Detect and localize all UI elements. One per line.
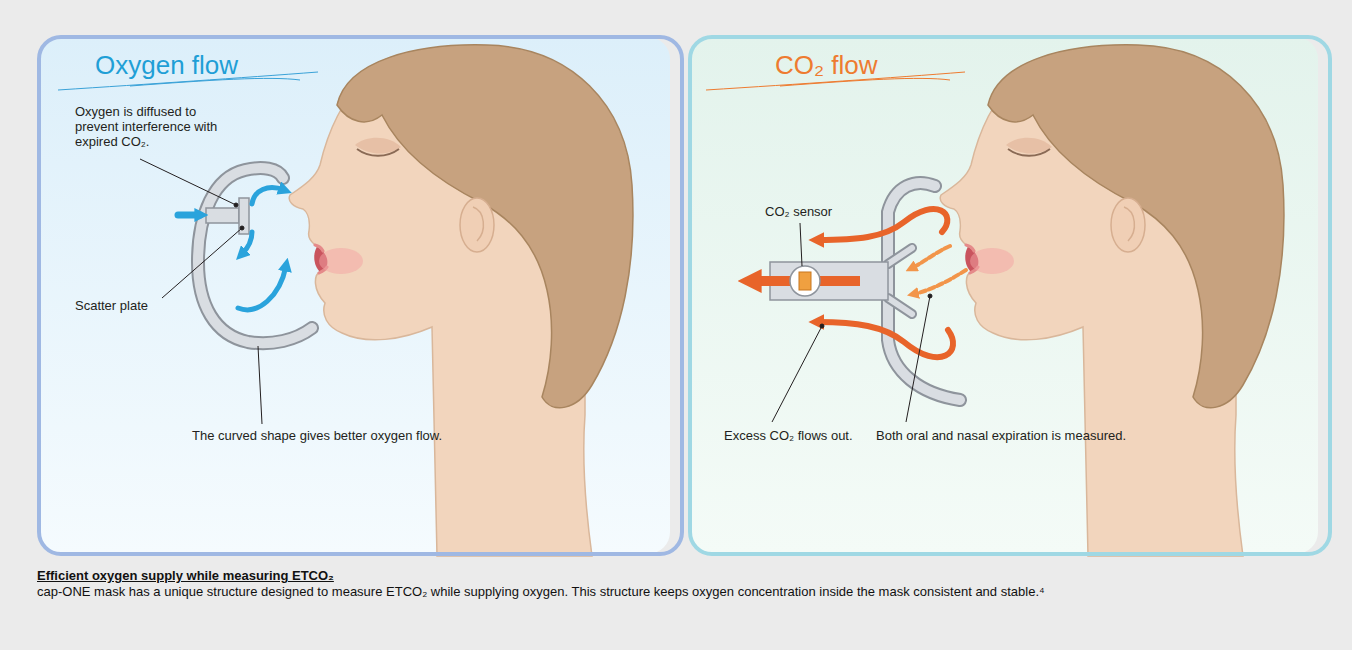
- leader-line: [820, 324, 824, 328]
- mask-tube: [198, 168, 312, 343]
- callout-label: Both oral and nasal expiration is measur…: [876, 428, 1216, 443]
- leader-line: [772, 326, 822, 422]
- mask-tube: [198, 168, 312, 343]
- mask-tube: [198, 168, 312, 343]
- leader-line: [140, 159, 262, 424]
- oxygen-arrow: [252, 188, 284, 204]
- face-profile: [289, 45, 633, 556]
- callout-label: CO₂ sensor: [765, 204, 905, 219]
- leader-line: [162, 228, 242, 298]
- callout-label: Oxygen is diffused to prevent interferen…: [75, 104, 225, 149]
- co2-sensor: [790, 266, 820, 296]
- leader-line: [140, 159, 236, 205]
- panel-box: CO₂ flow: [688, 35, 1332, 556]
- oxygen-arrow: [178, 212, 200, 219]
- orange-arrow: [818, 209, 947, 240]
- orange-arrow: [818, 322, 953, 357]
- orange-arrow: [914, 270, 966, 294]
- oxygen-arrow: [178, 188, 286, 310]
- leader-line: [234, 203, 238, 207]
- callout-label: Excess CO₂ flows out.: [724, 428, 894, 443]
- body-text: cap-ONE mask has a unique structure desi…: [37, 584, 1322, 599]
- leader-line: [240, 226, 244, 230]
- scatter-plate: [239, 198, 249, 234]
- orange-arrow: [912, 246, 950, 268]
- orange-arrow: [818, 209, 966, 357]
- oxygen-arrow: [238, 266, 286, 310]
- leader-line: [772, 223, 932, 422]
- panel-heading: Oxygen flow: [95, 49, 680, 81]
- caption-heading: Efficient oxygen supply while measuring …: [37, 568, 334, 583]
- sensor-element: [799, 272, 811, 290]
- inlet-pipe: [206, 208, 239, 223]
- panel-heading: CO₂ flow: [775, 49, 1328, 81]
- face-profile: [940, 45, 1284, 556]
- leader-line: [800, 223, 802, 266]
- leader-line: [258, 346, 262, 424]
- leader-line: [906, 296, 930, 422]
- oxygen-arrow: [242, 232, 252, 254]
- mask-tube: [888, 248, 912, 314]
- mask-tube: [888, 248, 912, 314]
- leader-line: [928, 294, 932, 298]
- callout-label: Scatter plate: [75, 298, 235, 313]
- callout-label: The curved shape gives better oxygen flo…: [192, 428, 532, 443]
